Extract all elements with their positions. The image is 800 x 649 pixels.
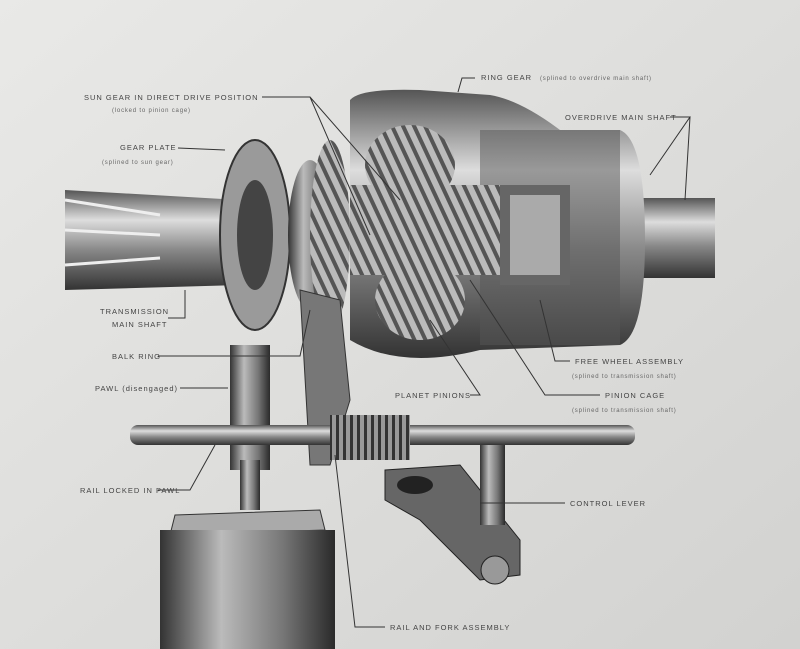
mechanism-illustration: [64, 89, 715, 649]
label-control-lever: CONTROL LEVER: [570, 499, 646, 508]
pawl: [230, 345, 270, 470]
label-sun-gear-note: (locked to pinion cage): [112, 108, 191, 114]
label-rail-fork: RAIL AND FORK ASSEMBLY: [390, 623, 510, 632]
label-planet-pinions: PLANET PINIONS: [395, 391, 471, 400]
labels: SUN GEAR IN DIRECT DRIVE POSITION (locke…: [80, 73, 684, 632]
label-rail-locked: RAIL LOCKED IN PAWL: [80, 486, 180, 495]
label-gear-plate: GEAR PLATE: [120, 143, 177, 152]
sun-gear: [350, 185, 500, 275]
label-free-wheel: FREE WHEEL ASSEMBLY: [575, 357, 684, 366]
label-pinion-cage: PINION CAGE: [605, 391, 665, 400]
label-balk-ring: BALK RING: [112, 352, 161, 361]
label-overdrive-main-shaft: OVERDRIVE MAIN SHAFT: [565, 113, 677, 122]
label-free-wheel-note: (splined to transmission shaft): [572, 374, 677, 380]
label-pinion-cage-note: (splined to transmission shaft): [572, 408, 677, 414]
label-transmission-main-shaft-2: MAIN SHAFT: [112, 320, 167, 329]
leader-lines: [158, 77, 691, 628]
solenoid: [160, 530, 335, 649]
planet-pinion: [375, 260, 465, 340]
label-pawl: PAWL (disengaged): [95, 384, 178, 393]
spring: [330, 415, 410, 460]
label-ring-gear: RING GEAR: [481, 73, 532, 82]
transmission-main-shaft: [65, 190, 240, 290]
label-sun-gear: SUN GEAR IN DIRECT DRIVE POSITION: [84, 93, 259, 102]
label-transmission-main-shaft-1: TRANSMISSION: [100, 307, 169, 316]
label-ring-gear-note: (splined to overdrive main shaft): [540, 76, 652, 82]
label-gear-plate-note: (splined to sun gear): [102, 160, 174, 166]
